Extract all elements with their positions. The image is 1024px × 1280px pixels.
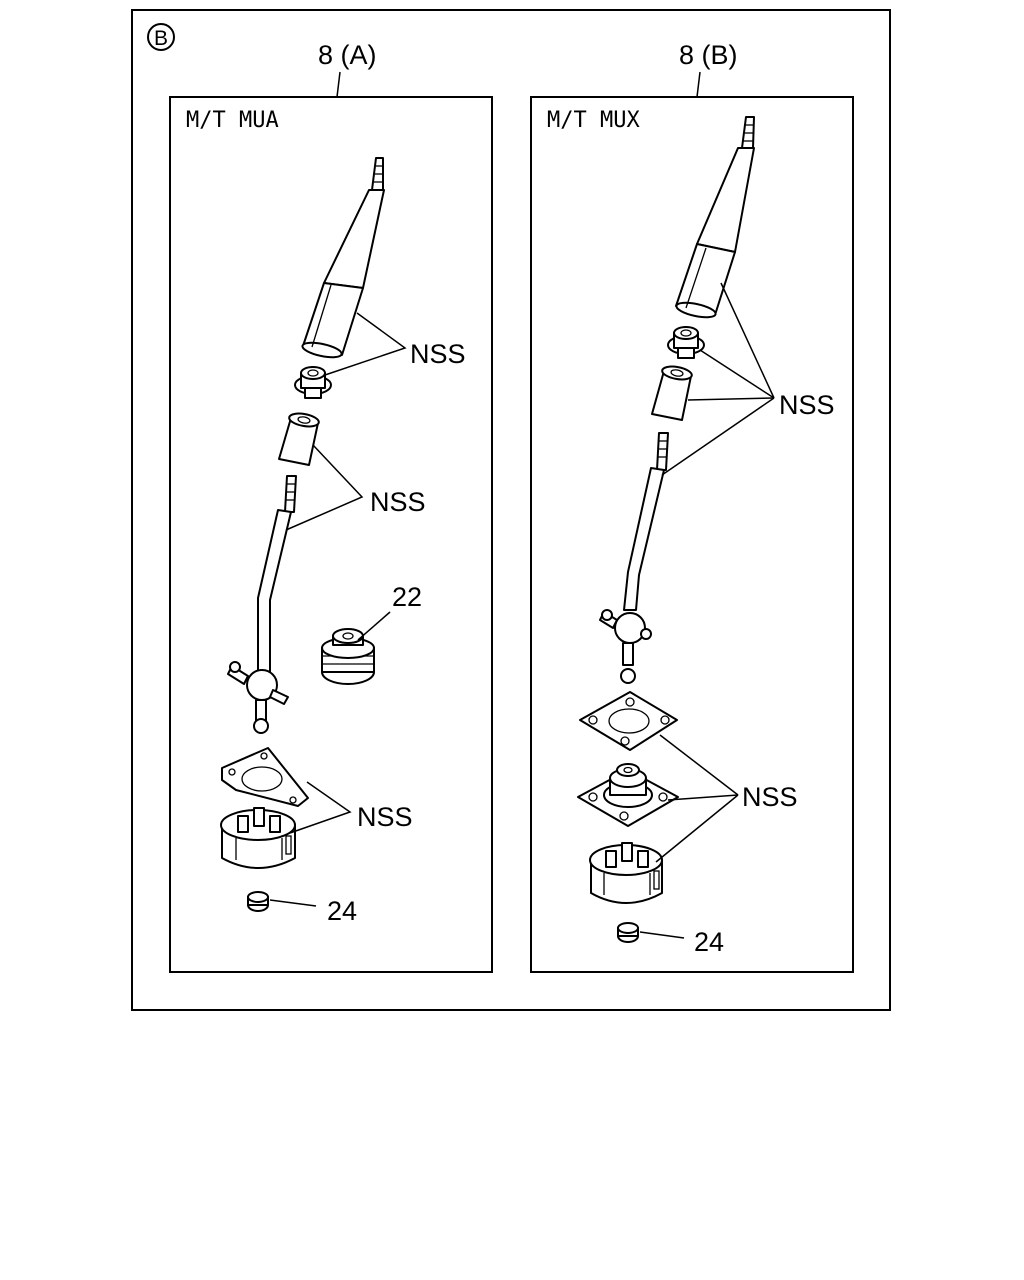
panel-b-mount [577, 763, 679, 827]
panel-a-variant: M/T MUA [186, 108, 279, 133]
panel-a-shift-lever [227, 475, 297, 734]
panel-b-shift-knob [675, 116, 755, 319]
panel-a-bush-24 [247, 891, 269, 912]
panel-a-sleeve [278, 412, 320, 466]
panel-b-callout-nss-lower: NSS [742, 782, 798, 812]
panel-a: 8 (A) M/T MUA [169, 40, 493, 973]
section-marker: B [147, 23, 175, 51]
panel-b-callout-nss-upper: NSS [779, 390, 835, 420]
panel-b-frame [530, 96, 854, 973]
panel-a-callout-24: 24 [327, 896, 357, 926]
section-marker-letter: B [154, 27, 168, 50]
panel-a-callout-22: 22 [392, 582, 422, 612]
panel-b-callout-24: 24 [694, 927, 724, 957]
panel-b-variant: M/T MUX [547, 108, 640, 133]
outer-frame [131, 9, 891, 1011]
panel-b: 8 (B) M/T MUX [530, 40, 854, 973]
panel-a-base [220, 807, 296, 869]
panel-b-shift-lever [599, 432, 669, 684]
panel-b-base [589, 842, 663, 904]
panel-b-part-ref: 8 (B) [679, 40, 738, 70]
panel-a-callout-nss-knob: NSS [410, 339, 466, 369]
panel-b-bush-24 [617, 922, 639, 943]
panel-a-shift-knob [301, 157, 385, 359]
panel-a-callout-nss-base: NSS [357, 802, 413, 832]
panel-b-bushing [667, 326, 705, 359]
panel-a-part-ref: 8 (A) [318, 40, 377, 70]
panel-a-frame [169, 96, 493, 973]
panel-a-boot-22 [321, 628, 375, 685]
panel-b-gasket [579, 691, 678, 751]
panel-a-gasket [221, 747, 309, 807]
panel-b-sleeve [651, 365, 693, 421]
panel-a-bushing [294, 366, 332, 399]
panel-a-callout-nss-lever: NSS [370, 487, 426, 517]
